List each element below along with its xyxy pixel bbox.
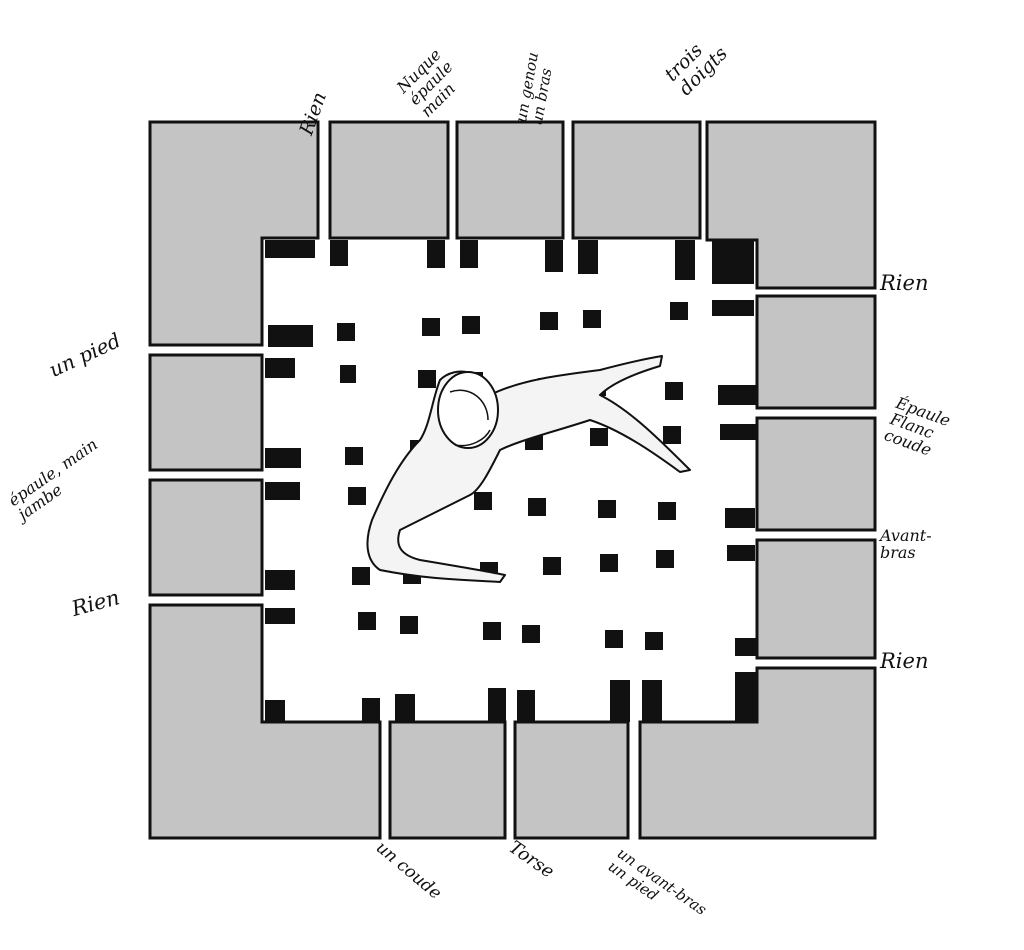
floor-mark	[583, 310, 601, 328]
floor-mark	[656, 550, 674, 568]
floor-marks	[265, 240, 757, 722]
block-11	[388, 720, 507, 840]
floor-mark	[658, 502, 676, 520]
floor-mark	[543, 557, 561, 575]
block-7	[755, 416, 877, 532]
block-4	[571, 120, 702, 240]
floor-mark	[265, 608, 295, 624]
floor-mark	[665, 382, 683, 400]
floor-mark	[735, 672, 757, 722]
floor-mark	[642, 680, 662, 722]
floor-mark	[670, 302, 688, 320]
floor-mark	[474, 492, 492, 510]
floor-mark	[528, 498, 546, 516]
floor-mark	[598, 500, 616, 518]
block-3	[455, 120, 565, 240]
block-6	[755, 294, 877, 410]
floor-mark	[462, 316, 480, 334]
floor-mark	[265, 240, 315, 258]
floor-mark	[600, 554, 618, 572]
floor-mark	[265, 358, 295, 378]
floor-mark	[340, 365, 356, 383]
block-1	[148, 120, 320, 347]
floor-mark	[610, 680, 630, 722]
floor-mark	[578, 240, 598, 274]
floor-mark	[540, 312, 558, 330]
block-5	[705, 120, 877, 290]
floor-mark	[545, 240, 563, 272]
floor-mark	[345, 447, 363, 465]
floor-mark	[712, 300, 754, 316]
floor-mark	[362, 698, 380, 722]
floor-mark	[488, 688, 506, 722]
floor-mark	[348, 487, 366, 505]
floor-mark	[725, 508, 755, 528]
block-14	[148, 478, 264, 597]
floor-mark	[590, 428, 608, 446]
floor-mark	[358, 612, 376, 630]
floor-mark	[265, 448, 301, 468]
floor-mark	[352, 567, 370, 585]
label-right-1: Rien	[880, 271, 929, 295]
label-right-4: Rien	[880, 649, 929, 673]
floor-mark	[605, 630, 623, 648]
floor-mark	[663, 426, 681, 444]
block-9	[638, 666, 877, 840]
floor-mark	[522, 625, 540, 643]
floor-mark	[395, 694, 415, 722]
floor-mark	[727, 545, 755, 561]
block-2	[328, 120, 450, 240]
floor-mark	[422, 318, 440, 336]
floor-mark	[483, 622, 501, 640]
block-10	[513, 720, 630, 840]
floor-mark	[265, 482, 300, 500]
floor-mark	[645, 632, 663, 650]
floor-mark	[400, 616, 418, 634]
floor-mark	[265, 570, 295, 590]
perimeter-blocks	[148, 120, 877, 840]
floor-mark	[712, 240, 754, 284]
block-13	[148, 353, 264, 472]
floor-mark	[720, 424, 756, 440]
floor-mark	[268, 325, 313, 347]
floor-mark	[517, 690, 535, 722]
label-right-3: Avant- bras	[880, 526, 932, 562]
floor-mark	[427, 240, 445, 268]
floor-mark	[418, 370, 436, 388]
floor-mark	[330, 240, 348, 266]
block-8	[755, 538, 877, 660]
floor-mark	[735, 638, 757, 656]
floor-mark	[460, 240, 478, 268]
floor-mark	[718, 385, 756, 405]
floor-mark	[675, 240, 695, 280]
figure-sketch	[366, 355, 691, 583]
floor-mark	[265, 700, 285, 722]
floor-mark	[337, 323, 355, 341]
